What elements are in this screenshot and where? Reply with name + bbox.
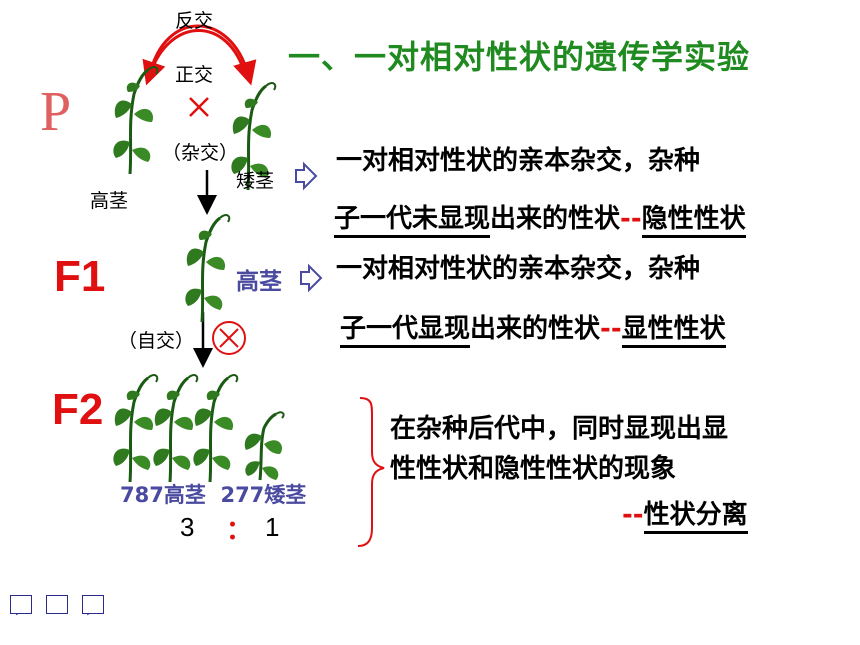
dominant-text: 出来的性状 xyxy=(470,314,601,344)
recessive-dash: -- xyxy=(620,204,642,234)
arrow-right-icon xyxy=(295,161,318,191)
selfing-label: （自交） xyxy=(118,330,195,352)
dominant-keyword: 子一代显现 xyxy=(340,314,471,348)
hybrid-cross-label: （杂交） xyxy=(162,142,239,164)
f2-tall-plant xyxy=(111,373,159,484)
f1-plant xyxy=(183,213,231,324)
ratio-separator: ： xyxy=(226,516,253,546)
f2-counts: 787高茎 277矮茎 xyxy=(120,483,307,507)
next-button[interactable] xyxy=(82,595,104,614)
reciprocal-cross-label: 反交 xyxy=(175,10,214,32)
forward-cross-label: 正交 xyxy=(175,64,214,86)
short-stem-label: 矮茎 xyxy=(236,170,275,192)
generation-p-label: P xyxy=(40,81,72,143)
cross-symbol xyxy=(189,97,209,117)
f2-short-plant xyxy=(243,410,286,482)
segregation-line1: 在杂种后代中，同时显现出显 xyxy=(390,414,729,444)
segregation-term: 性状分离 xyxy=(643,500,748,534)
recessive-text: 出来的性状 xyxy=(490,204,621,234)
recessive-definition-line2: 子一代未显现出来的性状--隐性性状 xyxy=(334,198,746,238)
reciprocal-cross-arc xyxy=(148,24,257,86)
page-title: 一、一对相对性状的遗传学实验 xyxy=(288,38,751,76)
segregation-term-line: --性状分离 xyxy=(622,494,748,534)
recessive-keyword: 子一代未显现 xyxy=(334,204,491,238)
tall-parent-plant xyxy=(111,65,159,176)
dominant-dash: -- xyxy=(600,314,622,344)
reciprocal-cross-arc-back xyxy=(142,29,247,86)
recessive-trait-term: 隐性性状 xyxy=(641,204,746,238)
brace xyxy=(357,397,385,547)
segregation-line2: 性性状和隐性性状的现象 xyxy=(390,454,677,484)
dominant-trait-term: 显性性状 xyxy=(621,314,726,348)
ratio-left: 3 xyxy=(180,512,195,542)
segregation-dash: -- xyxy=(622,500,644,530)
f2-tall-plant xyxy=(151,373,199,484)
f2-tall-plant xyxy=(191,373,239,484)
return-button[interactable] xyxy=(46,595,68,614)
tall-stem-label: 高茎 xyxy=(90,190,129,212)
dominant-definition-line1: 一对相对性状的亲本杂交，杂种 xyxy=(336,254,701,284)
arrow-right-icon xyxy=(300,263,323,293)
recessive-definition-line1: 一对相对性状的亲本杂交，杂种 xyxy=(336,146,701,176)
dominant-definition-line2: 子一代显现出来的性状--显性性状 xyxy=(340,308,726,348)
ratio-right: 1 xyxy=(265,512,280,542)
previous-button[interactable] xyxy=(10,595,32,614)
generation-f1-label: F1 xyxy=(54,252,106,301)
generation-f2-label: F2 xyxy=(52,385,104,434)
f1-tall-label: 高茎 xyxy=(236,269,282,295)
selfing-symbol xyxy=(212,321,246,355)
